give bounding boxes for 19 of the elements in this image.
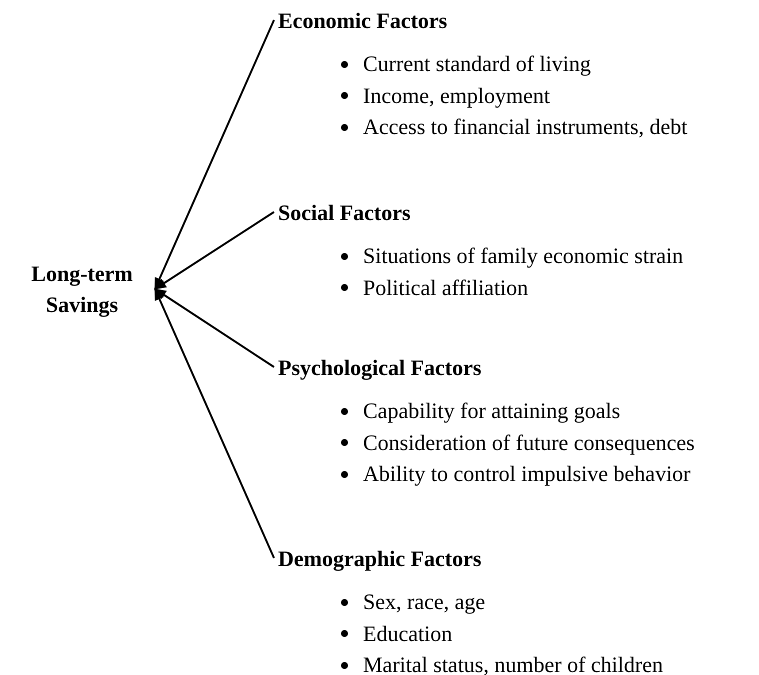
arrow: [154, 20, 275, 290]
bullet-item: Political affiliation: [363, 274, 528, 302]
arrow: [154, 288, 275, 558]
bullet-item: Sex, race, age: [363, 588, 486, 616]
category-heading: Economic Factors: [278, 7, 448, 35]
bullet-item: Consideration of future consequences: [363, 428, 695, 457]
arrow: [154, 211, 275, 290]
bullet-item: Income, employment: [363, 82, 550, 110]
category-heading: Psychological Factors: [278, 354, 482, 382]
arrow: [154, 288, 275, 368]
bullet-item: Capability for attaining goals: [363, 397, 620, 425]
bullet-item: Current standard of living: [363, 50, 591, 78]
bullet-item: Situations of family economic strain: [363, 242, 684, 270]
category-heading: Demographic Factors: [278, 545, 482, 573]
bullet-item: Ability to control impulsive behavior: [363, 460, 691, 488]
node-label: Long-term Savings: [30, 260, 134, 319]
category-heading: Social Factors: [278, 199, 411, 227]
bullet-item: Access to financial instruments, debt: [363, 113, 688, 141]
bullet-item: Education: [363, 620, 452, 648]
